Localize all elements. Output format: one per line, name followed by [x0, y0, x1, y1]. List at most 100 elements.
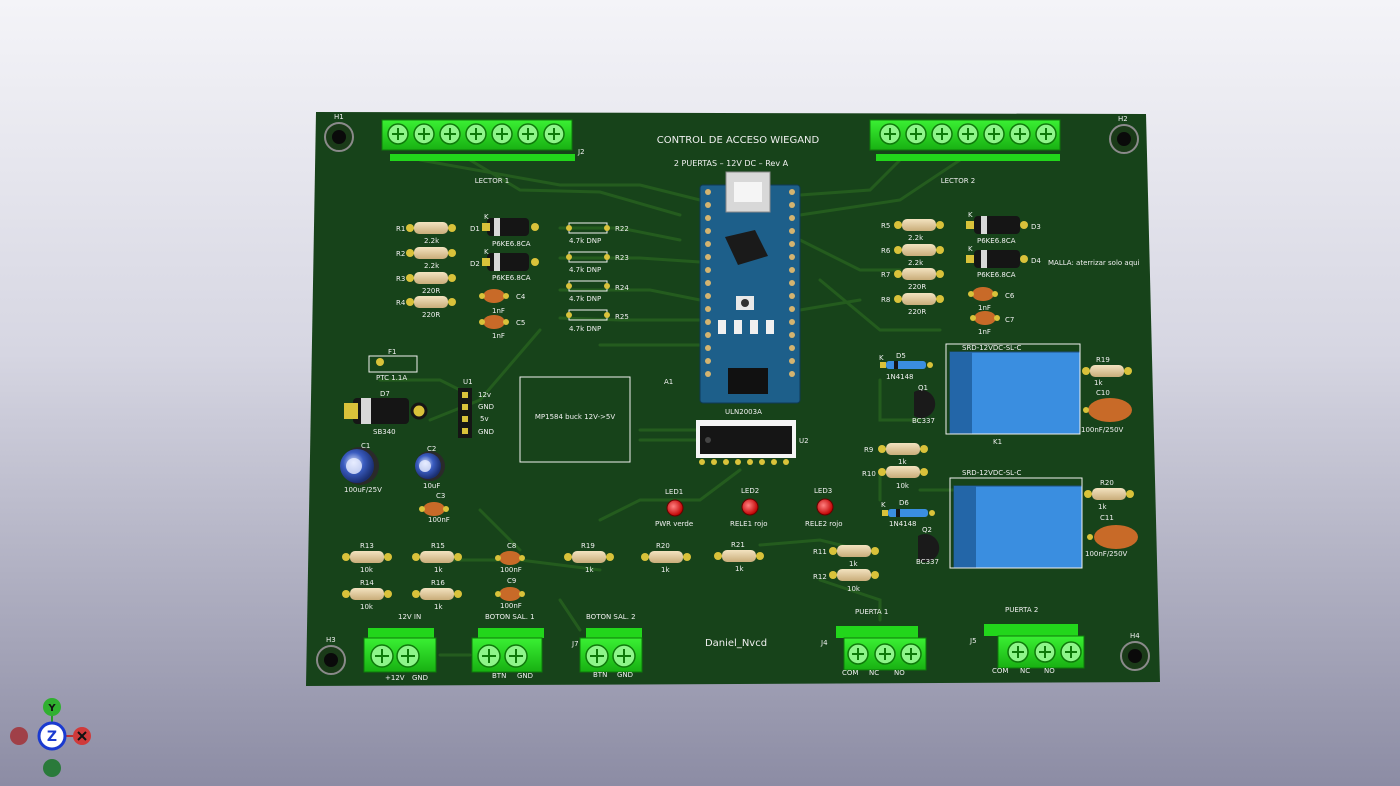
- resistor-r6[interactable]: [894, 244, 944, 256]
- c6-value: 1nF: [978, 304, 991, 312]
- resistor-r19[interactable]: [564, 551, 614, 563]
- connector-puerta-2[interactable]: [984, 624, 1085, 669]
- axis-x-plus-button[interactable]: [73, 727, 91, 745]
- resistor-r25[interactable]: [566, 309, 610, 321]
- capacitor-c7[interactable]: [970, 311, 1000, 325]
- h4-label: H4: [1130, 632, 1140, 640]
- connector-boton-sal-2[interactable]: [579, 628, 643, 673]
- resistor-r22[interactable]: [566, 222, 610, 234]
- axis-x-minus-button[interactable]: [10, 727, 28, 745]
- resistor-r12[interactable]: [829, 569, 879, 581]
- relay-k1[interactable]: [945, 343, 1081, 435]
- fuse-f1[interactable]: [368, 355, 418, 373]
- resistor-r7[interactable]: [894, 268, 944, 280]
- resistor-r4[interactable]: [406, 296, 456, 308]
- connector-j2[interactable]: [381, 119, 575, 161]
- resistor-r20[interactable]: [641, 551, 691, 563]
- diode-d5[interactable]: [880, 361, 933, 369]
- resistor-r5[interactable]: [894, 219, 944, 231]
- capacitor-c4[interactable]: [479, 289, 509, 303]
- d1-value: P6KE6.8CA: [492, 240, 531, 248]
- r6-value: 2.2k: [908, 259, 924, 267]
- r3-value: 220R: [422, 287, 440, 295]
- capacitor-c11[interactable]: [1087, 525, 1138, 549]
- resistor-r23[interactable]: [566, 251, 610, 263]
- connector-boton-sal-1[interactable]: [471, 628, 544, 673]
- capacitor-c9[interactable]: [495, 587, 525, 601]
- transistor-q2[interactable]: [918, 534, 940, 563]
- capacitor-c8[interactable]: [495, 551, 525, 565]
- header-u1[interactable]: [458, 388, 472, 438]
- led-1[interactable]: [666, 499, 684, 517]
- resistor-r24[interactable]: [566, 280, 610, 292]
- j1-label: LECTOR 2: [941, 177, 976, 185]
- capacitor-c3[interactable]: [419, 502, 449, 516]
- c5-ref: C5: [516, 319, 525, 327]
- resistor-r2[interactable]: [406, 247, 456, 259]
- resistor-r21[interactable]: [714, 550, 764, 562]
- diode-d1[interactable]: [482, 218, 539, 236]
- r12-ref: R12: [813, 573, 827, 581]
- diode-d2[interactable]: [482, 253, 539, 271]
- axis-y-minus-button[interactable]: [43, 759, 61, 777]
- r24-value: 4.7k DNP: [569, 295, 601, 303]
- led1-value: PWR verde: [655, 520, 693, 528]
- c7-value: 1nF: [978, 328, 991, 336]
- resistor-r15[interactable]: [412, 551, 462, 563]
- resistor-r18[interactable]: [1084, 488, 1134, 500]
- j3-label: 12V IN: [398, 613, 421, 621]
- board-title: CONTROL DE ACCESO WIEGAND: [657, 135, 820, 146]
- led-3[interactable]: [816, 498, 834, 516]
- mount-hole-h1: [324, 122, 354, 152]
- resistor-r14[interactable]: [342, 588, 392, 600]
- u1-pin-12v: 12v: [478, 391, 491, 399]
- arduino-nano[interactable]: [699, 171, 801, 404]
- transistor-q1[interactable]: [914, 390, 936, 418]
- q2-value: BC337: [916, 558, 939, 566]
- diode-d4[interactable]: [966, 250, 1028, 268]
- diode-d7[interactable]: [344, 398, 428, 424]
- axis-z-button[interactable]: Z: [37, 721, 67, 751]
- r5-value: 2.2k: [908, 234, 924, 242]
- j7-pin-gnd: GND: [617, 671, 633, 679]
- c9-value: 100nF: [500, 602, 522, 610]
- capacitor-c5[interactable]: [479, 315, 509, 329]
- ic-uln2003a[interactable]: [696, 420, 796, 465]
- resistor-r13[interactable]: [342, 551, 392, 563]
- axis-y-up-button[interactable]: Y: [43, 698, 61, 716]
- diode-d3[interactable]: [966, 216, 1028, 234]
- capacitor-c6[interactable]: [968, 287, 998, 301]
- q2-ref: Q2: [922, 526, 932, 534]
- r6-ref: R6: [881, 247, 891, 255]
- c7-ref: C7: [1005, 316, 1014, 324]
- relay-k2[interactable]: [949, 477, 1083, 569]
- resistor-r3[interactable]: [406, 272, 456, 284]
- k1-ref: K1: [993, 438, 1002, 446]
- resistor-r9[interactable]: [878, 443, 928, 455]
- j5-ref: J5: [969, 637, 977, 645]
- resistor-r11[interactable]: [829, 545, 879, 557]
- led-2[interactable]: [741, 498, 759, 516]
- connector-puerta-1[interactable]: [836, 626, 927, 671]
- j7-ref: J7: [571, 640, 579, 648]
- capacitor-c1[interactable]: [340, 447, 379, 485]
- capacitor-c2[interactable]: [415, 451, 445, 481]
- view-navigation-gizmo[interactable]: Y Z: [10, 698, 96, 778]
- axis-z-label: Z: [47, 729, 57, 745]
- connector-j1[interactable]: [869, 119, 1061, 161]
- resistor-r16[interactable]: [412, 588, 462, 600]
- mcu-chip: [725, 230, 768, 265]
- resistor-r1[interactable]: [406, 222, 456, 234]
- diode-d6[interactable]: [882, 509, 935, 517]
- resistor-r10[interactable]: [878, 466, 928, 478]
- d4-k-mark: K: [968, 245, 973, 253]
- c8-ref: C8: [507, 542, 516, 550]
- connector-12v-in[interactable]: [363, 628, 437, 673]
- d5-ref: D5: [896, 352, 906, 360]
- resistor-r17[interactable]: [1082, 365, 1132, 377]
- resistor-r8[interactable]: [894, 293, 944, 305]
- capacitor-c10[interactable]: [1083, 398, 1132, 422]
- r17-ref: R19: [1096, 356, 1110, 364]
- j5-label: PUERTA 2: [1005, 606, 1038, 614]
